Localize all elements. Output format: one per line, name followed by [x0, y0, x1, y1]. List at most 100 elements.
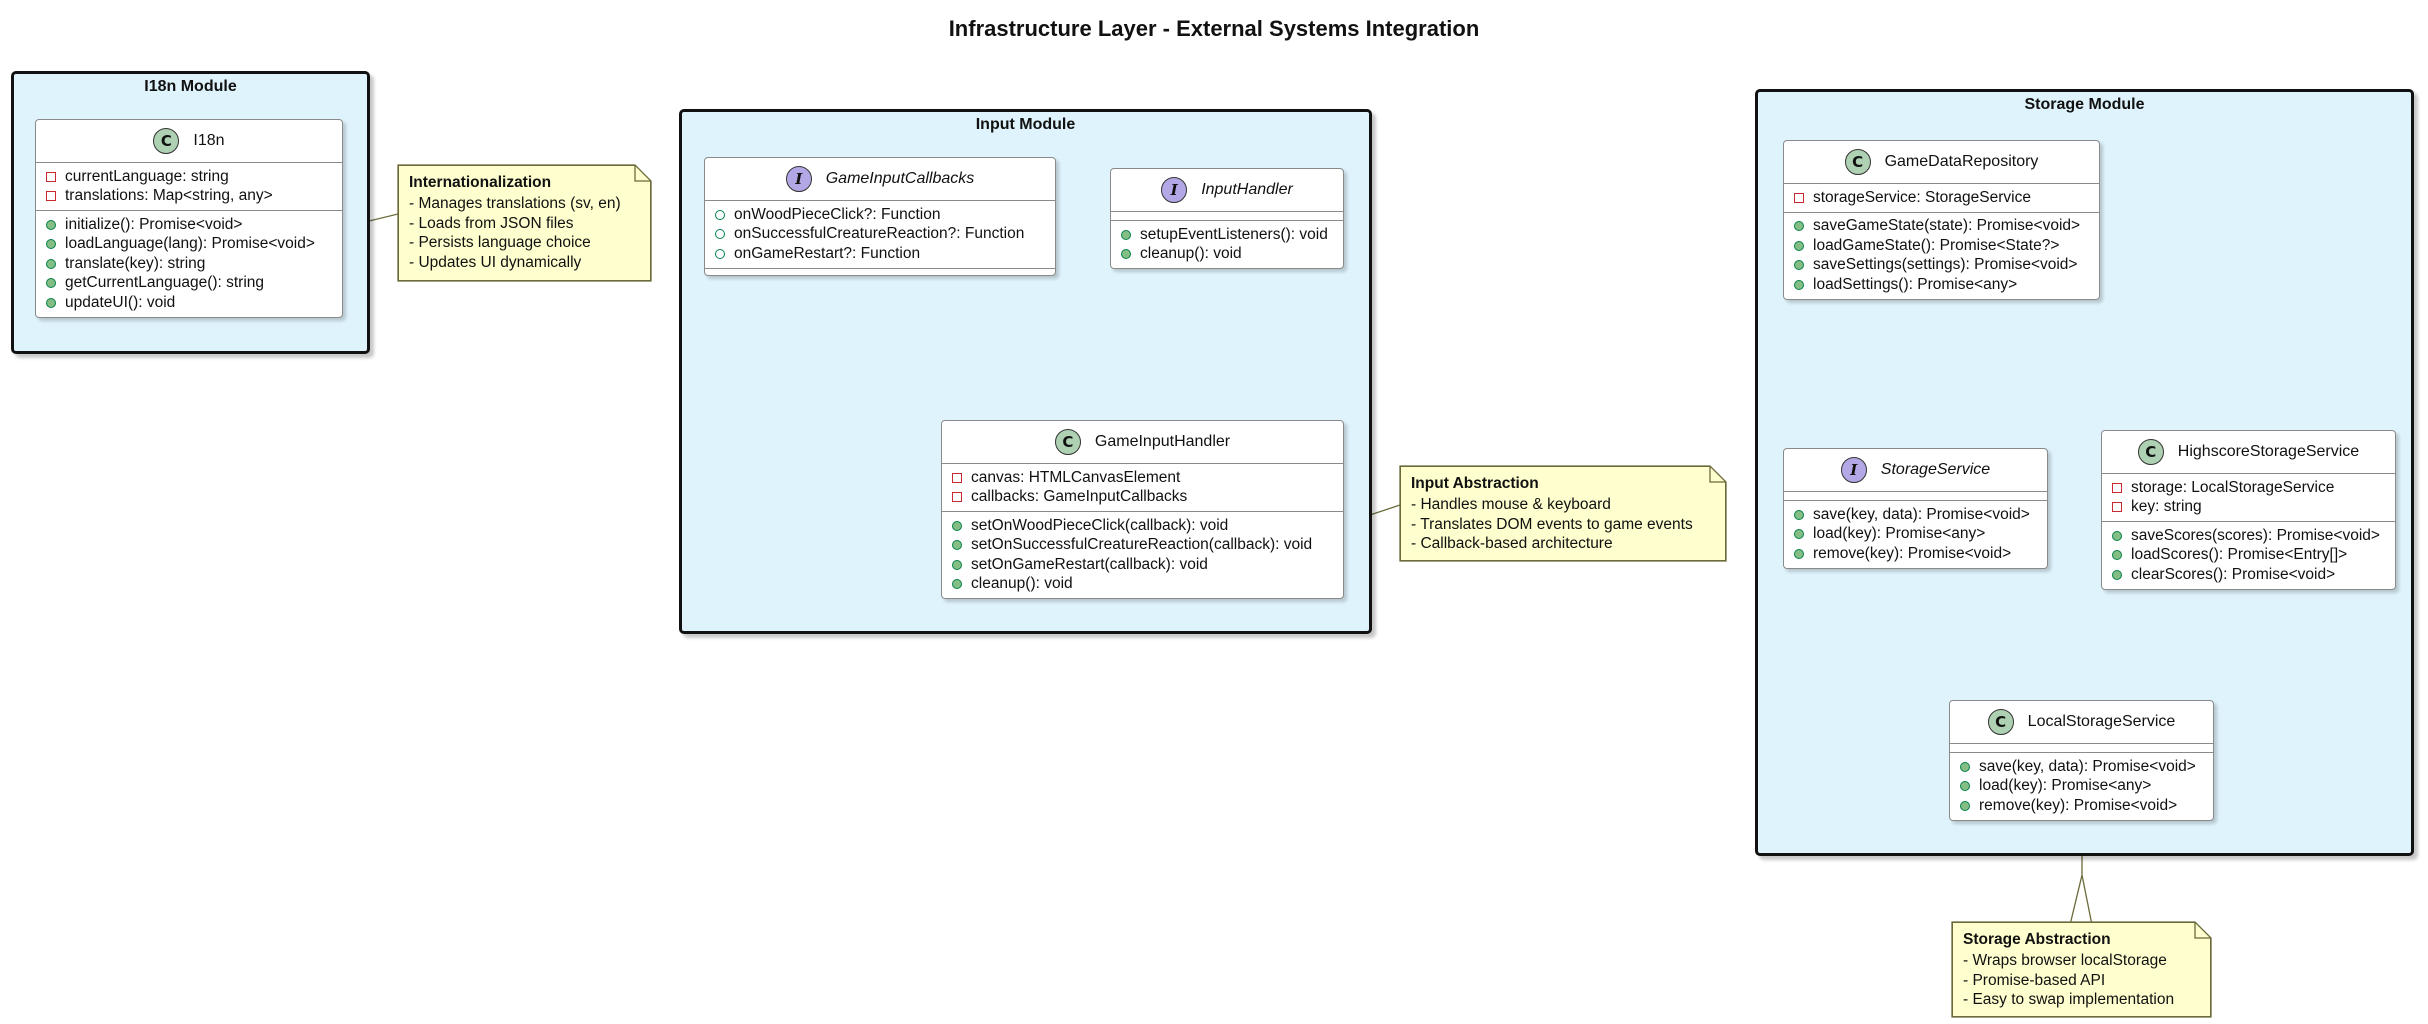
public-icon: [952, 579, 962, 590]
method-text: saveGameState(state): Promise<void>: [1813, 217, 2081, 235]
public-icon: [952, 520, 962, 531]
interface-badge-icon: I: [1161, 177, 1188, 203]
method-row: getCurrentLanguage(): string: [46, 274, 342, 294]
interface-badge-icon: I: [1840, 457, 1867, 483]
field-text: translations: Map<string, any>: [65, 187, 273, 205]
public-icon: [1794, 548, 1804, 559]
note-internationalization: Internationalization - Manages translati…: [398, 165, 651, 281]
class-badge-icon: C: [1987, 709, 2014, 735]
note-title: Input Abstraction: [1411, 475, 1539, 492]
note-line: - Loads from JSON files: [409, 214, 574, 232]
field-text: currentLanguage: string: [65, 167, 229, 185]
method-row: clearScores(): Promise<void>: [2112, 565, 2395, 585]
public-icon: [1794, 260, 1804, 271]
field-row: storageService: StorageService: [1794, 188, 2099, 208]
method-text: initialize(): Promise<void>: [65, 215, 243, 233]
note-storage-abstraction: Storage Abstraction - Wraps browser loca…: [1952, 922, 2211, 1017]
method-row: updateUI(): void: [46, 293, 342, 313]
public-field-icon: [715, 248, 725, 259]
private-icon: [2112, 482, 2122, 493]
method-row: cleanup(): void: [952, 575, 1343, 595]
method-text: translate(key): string: [65, 254, 206, 272]
note-line: - Wraps browser localStorage: [1963, 952, 2167, 969]
interface-storage-service[interactable]: I StorageService save(key, data): Promise…: [1783, 448, 2048, 569]
note-title: Internationalization: [409, 174, 552, 191]
class-i18n[interactable]: C I18n currentLanguage: string translatio…: [35, 119, 343, 318]
method-text: loadLanguage(lang): Promise<void>: [65, 235, 315, 253]
interface-name: InputHandler: [1201, 181, 1293, 198]
public-icon: [46, 258, 56, 269]
public-icon: [1794, 509, 1804, 520]
public-icon: [952, 540, 962, 551]
method-text: loadSettings(): Promise<any>: [1813, 275, 2018, 293]
method-row: saveScores(scores): Promise<void>: [2112, 526, 2395, 546]
field-text: storageService: StorageService: [1813, 188, 2031, 206]
private-icon: [46, 191, 56, 202]
method-text: save(key, data): Promise<void>: [1813, 505, 2030, 523]
interface-badge-icon: I: [785, 166, 812, 192]
class-name: GameDataRepository: [1884, 153, 2039, 170]
method-text: loadGameState(): Promise<State?>: [1813, 236, 2060, 254]
class-badge-icon: C: [1844, 149, 1871, 175]
method-text: clearScores(): Promise<void>: [2131, 565, 2336, 583]
field-row: currentLanguage: string: [46, 167, 342, 187]
class-badge-icon: C: [1054, 429, 1081, 455]
private-icon: [1794, 192, 1804, 203]
method-row: loadGameState(): Promise<State?>: [1794, 236, 2099, 256]
method-row: saveGameState(state): Promise<void>: [1794, 217, 2099, 237]
public-icon: [1794, 279, 1804, 290]
interface-input-handler[interactable]: I InputHandler setupEventListeners(): voi…: [1110, 168, 1344, 269]
public-icon: [1794, 221, 1804, 232]
method-text: setupEventListeners(): void: [1140, 225, 1328, 243]
public-icon: [952, 559, 962, 570]
method-text: cleanup(): void: [1140, 245, 1242, 263]
note-input-abstraction: Input Abstraction - Handles mouse & keyb…: [1400, 466, 1726, 561]
interface-name: StorageService: [1880, 461, 1991, 478]
field-text: onWoodPieceClick?: Function: [734, 205, 941, 223]
class-name: GameInputHandler: [1094, 433, 1231, 450]
method-text: updateUI(): void: [65, 293, 176, 311]
class-game-data-repository[interactable]: C GameDataRepository storageService: Stor…: [1783, 140, 2100, 300]
method-row: setupEventListeners(): void: [1121, 225, 1343, 245]
method-row: loadLanguage(lang): Promise<void>: [46, 235, 342, 255]
note-line: - Updates UI dynamically: [409, 253, 582, 271]
public-icon: [2112, 569, 2122, 580]
public-icon: [46, 278, 56, 289]
method-text: load(key): Promise<any>: [1813, 525, 1986, 543]
field-text: onGameRestart?: Function: [734, 244, 921, 262]
class-name: HighscoreStorageService: [2177, 443, 2360, 460]
public-icon: [1121, 229, 1131, 240]
method-row: setOnWoodPieceClick(callback): void: [952, 516, 1343, 536]
class-name: I18n: [193, 132, 225, 149]
public-icon: [1794, 240, 1804, 251]
note-line: - Promise-based API: [1963, 971, 2106, 989]
public-icon: [46, 239, 56, 250]
method-text: save(key, data): Promise<void>: [1979, 757, 2196, 775]
field-text: onSuccessfulCreatureReaction?: Function: [734, 225, 1025, 243]
method-text: setOnSuccessfulCreatureReaction(callback…: [971, 536, 1313, 554]
class-badge-icon: C: [153, 128, 180, 154]
public-icon: [1794, 529, 1804, 540]
method-text: setOnGameRestart(callback): void: [971, 555, 1208, 573]
field-row: storage: LocalStorageService: [2112, 478, 2395, 498]
public-icon: [2112, 530, 2122, 541]
method-row: loadScores(): Promise<Entry[]>: [2112, 546, 2395, 566]
class-game-input-handler[interactable]: C GameInputHandler canvas: HTMLCanvasElem…: [941, 420, 1344, 599]
field-text: canvas: HTMLCanvasElement: [971, 468, 1181, 486]
method-text: loadScores(): Promise<Entry[]>: [2131, 546, 2348, 564]
public-icon: [46, 297, 56, 308]
method-text: remove(key): Promise<void>: [1979, 796, 2178, 814]
field-row: onSuccessfulCreatureReaction?: Function: [715, 225, 1055, 245]
field-row: onGameRestart?: Function: [715, 244, 1055, 264]
field-row: key: string: [2112, 498, 2395, 518]
field-row: translations: Map<string, any>: [46, 187, 342, 207]
package-title: I18n Module: [144, 78, 237, 95]
private-icon: [952, 472, 962, 483]
public-icon: [2112, 550, 2122, 561]
method-row: initialize(): Promise<void>: [46, 215, 342, 235]
private-icon: [46, 171, 56, 182]
method-row: load(key): Promise<any>: [1960, 777, 2213, 797]
